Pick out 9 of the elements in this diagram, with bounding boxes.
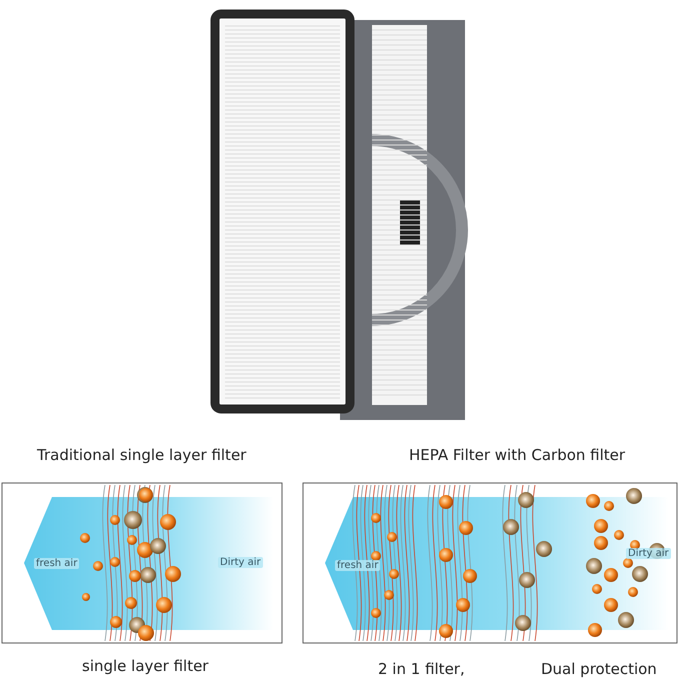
airflow-label: Dirty air [626, 548, 671, 559]
panel-caption: Dual protection [541, 660, 657, 678]
panel-caption: single layer filter [82, 657, 208, 675]
panel-heading: HEPA Filter with Carbon filter [409, 446, 626, 464]
airflow-label: Dirty air [218, 557, 263, 568]
airflow-label: fresh air [335, 560, 380, 571]
airflow-label: fresh air [34, 558, 80, 569]
panel-caption: 2 in 1 filter, [378, 660, 465, 678]
panel-heading: Traditional single layer filter [37, 446, 246, 464]
